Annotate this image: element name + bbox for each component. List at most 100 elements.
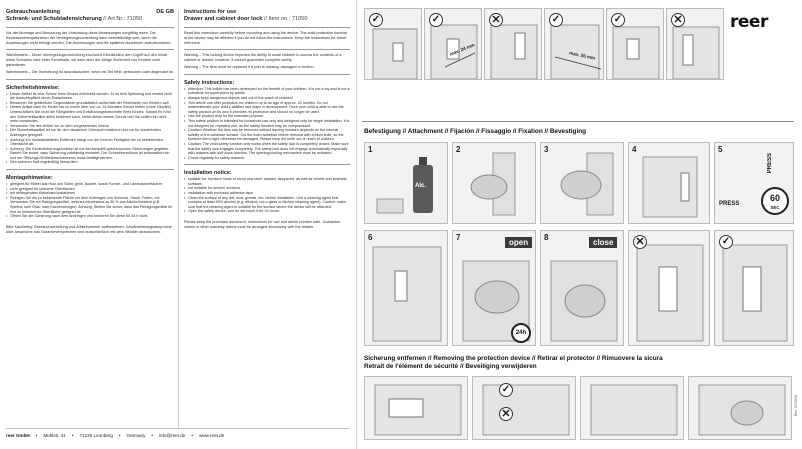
cross-icon: ✕ [489,13,503,27]
en-safety-list: Attention! This article has been develop… [184,87,350,161]
de-mount-list: geeignet für Möbel aus Holz und Stahl; g… [6,182,174,219]
step-number: 1 [368,145,373,154]
list-item: mit beiliegendem Klebeband installieren [6,191,174,196]
list-item: Dieser Artikel ist zum Schutz Ihres Kind… [6,92,174,101]
footer-web: www.reer.de [199,433,225,438]
check-icon: ✓ [369,13,383,27]
cabinet-drawing [590,384,678,436]
de-warning-2: Warnhinweis – Die Vorrichtung ist auszut… [6,69,174,74]
attachment-title: Befestigung // Attachment // Fijación //… [364,128,587,135]
cabinet-drawing [722,244,788,342]
alcohol-label: Alc. [415,183,427,189]
en-outro: Please keep the purchase document, instr… [184,220,341,229]
illustration-wrong-3: ✕ [628,230,710,346]
cabinet-drawing [372,246,442,342]
divider [6,78,174,80]
de-outro: Bitte Kaufbeleg, Gebrauchsanleitung und … [6,224,172,234]
check-icon: ✓ [719,235,733,249]
de-mount-heading: Montagehinweise: [6,175,53,182]
illustration-correct-2: ✓ max. 24 mm [424,8,482,80]
list-item: nicht geeignet für unebene Oberflächen [6,187,174,192]
hand-drawing [470,152,516,216]
step-number: 8 [544,233,549,242]
de-warning-1: Warnhinweis – Diese Verriegelungsvorrich… [6,53,168,67]
cabinet-drawing [430,24,478,79]
step-5-panel: 5 PRESS PRESS 60 SEC [714,142,794,224]
removal-step-2: ✓ ✕ [472,376,576,440]
list-item: Dieses Artikel kann für Kinder bis zu ei… [6,105,174,123]
step-3-panel: 3 [540,142,624,224]
en-intro: Read this instruction carefully before m… [184,31,348,45]
list-item: Reinigen Sie die zu beklebende Fläche vo… [6,196,174,214]
cabinet-drawing [642,156,698,218]
illustration-wrong: ✕ [484,8,542,80]
step-number: 3 [544,145,549,154]
cabinet-drawing [550,24,602,79]
illustration-wrong-2: ✕ [666,8,724,80]
illustration-correct-4: ✓ [606,8,664,80]
open-label: open [505,237,533,248]
step-number: 4 [632,145,637,154]
check-icon: ✓ [549,13,563,27]
list-item: not suitable for uneven surfaces [184,186,350,191]
list-item: Use the product only for the intended pu… [184,114,350,119]
removal-step-4 [688,376,792,440]
list-item: installation with enclosed adhesive tape [184,191,350,196]
close-label: close [589,237,618,248]
illustration-correct-3: ✓ max. 26 mm [544,8,604,80]
footer-country: Germany [126,433,146,438]
list-item: Check regularly for safety reasons. [184,156,350,161]
press-label: PRESS [719,201,740,207]
list-item: Öffnen Sie die Sicherung nach dem Anbrin… [6,214,174,219]
step-number: 5 [718,145,723,154]
hand-drawing [560,152,614,216]
en-install-list: suitable for: furniture made of wood and… [184,177,350,214]
press-label-top: PRESS [767,153,773,174]
german-column: DE GB Gebrauchsanleitung Schrank- und Sc… [6,9,174,429]
cabinet-drawing [612,26,660,79]
page-fold [356,0,357,449]
illustration-correct-5: ✓ [714,230,794,346]
footer-street: Mühlstr. 41 [43,433,66,438]
column-divider [178,10,179,428]
footer-city: 71229 Leonberg [79,433,113,438]
en-subtitle: Drawer and cabinet door lock // Item no.… [184,16,308,22]
check-icon: ✓ [611,13,625,27]
cabinet-drawing [636,244,704,342]
footer: reer GmbH • Mühlstr. 41 • 71229 Leonberg… [6,433,225,438]
step-8-panel: 8 close [540,230,624,346]
check-icon: ✓ [499,383,513,397]
step-6-panel: 6 [364,230,448,346]
de-intro: Vor der Montage und Benutzung der Vorric… [6,31,172,45]
illustration-correct-1: ✓ [364,8,422,80]
timer-value: 60 [769,193,780,203]
divider [184,73,350,75]
hand-drawing [698,384,786,436]
en-install-heading: Installation notice: [184,170,232,177]
list-item: Clean the surface of any dirt, dust, gre… [184,196,350,210]
step-2-panel: 2 [452,142,536,224]
list-item: Open the safety device, and do not touch… [184,209,350,214]
timer-unit: SEC [770,205,780,210]
en-warning-1: Warning – This locking device impedes th… [184,53,342,63]
divider [184,164,350,166]
de-safety-list: Dieser Artikel ist zum Schutz Ihres Kind… [6,92,174,166]
cross-icon: ✕ [499,407,513,421]
revision-label: Rev. 07/2019 [794,395,798,417]
list-item: Bewahren Sie gefährliche Gegenstände gru… [6,101,174,106]
footer-divider [6,428,350,429]
removal-title: Sicherung entfernen // Removing the prot… [364,355,663,370]
cabinet-drawing [482,384,570,436]
clock-icon: 24h [511,323,531,343]
en-title: Instructions for use [184,9,237,15]
step-7-panel: 7 open 24h [452,230,536,346]
list-item: Caution! Whether the item can be removed… [184,128,350,142]
de-title: Gebrauchsanleitung [6,9,61,15]
en-warning-2: Warning – The item must be replaced if a… [184,64,315,69]
list-item: Achtung! Ein rückstandsfreies Entfernen … [6,138,174,147]
bottle-icon [376,157,433,214]
footer-email: info@reer.de [159,433,186,438]
list-item: Achtung: Die Kindersicherungsfunktion is… [6,147,174,161]
list-item: Der Sicherheitsartikel ist nur für den h… [6,128,174,137]
list-item: Den sicheren Halt regelmäßig überprüfen [6,160,174,165]
